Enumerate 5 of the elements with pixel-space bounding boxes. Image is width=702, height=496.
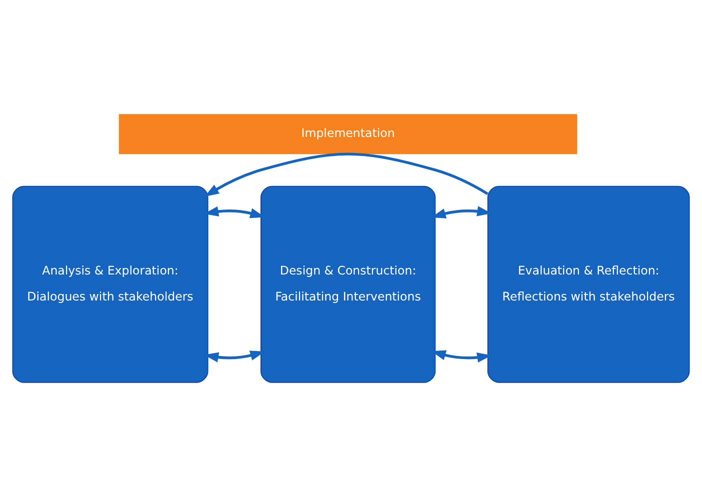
node-box: Design & Construction: Facilitating Interventions (260, 185, 436, 382)
node-box: Implementation (118, 114, 578, 154)
node-box: Analysis & Exploration: Dialogues with stakeholders (12, 185, 208, 382)
arrow (204, 152, 488, 196)
node-box: Evaluation & Reflection: Reflections with stakeholders (487, 185, 690, 382)
